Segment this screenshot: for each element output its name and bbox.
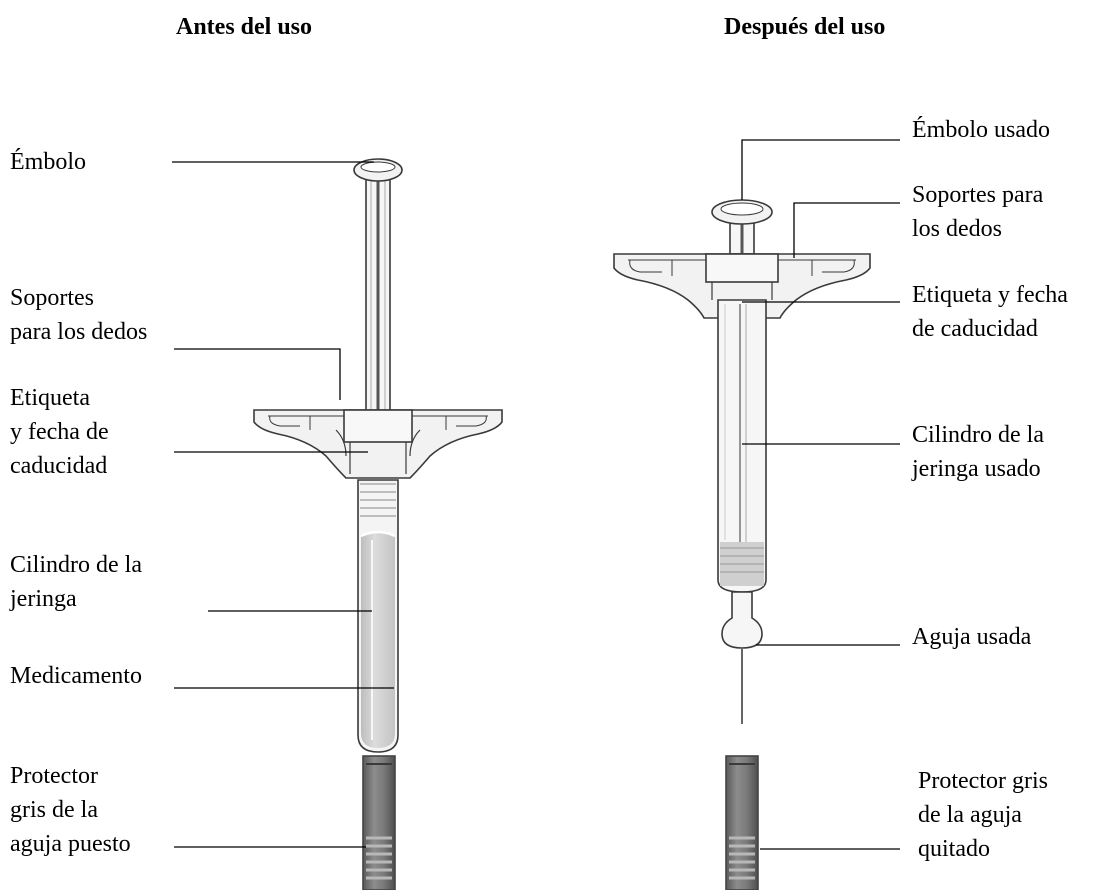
label-needle-cover-on-line2: gris de la — [10, 797, 98, 823]
label-needle-cover-on: Protector gris de la aguja puesto — [10, 759, 131, 861]
leader-lines — [172, 139, 900, 850]
needle-cover-on — [362, 755, 396, 890]
label-needle-cover-on-line3: aguja puesto — [10, 831, 131, 857]
label-label-expiry-line2: y fecha de — [10, 419, 109, 445]
leader-finger-grips — [174, 348, 341, 400]
label-barrel-line1: Cilindro de la — [10, 552, 142, 578]
label-needle-cover-off-line1: Protector gris — [918, 768, 1048, 794]
label-used-needle: Aguja usada — [912, 620, 1031, 654]
needle-cover-off — [725, 755, 759, 890]
label-used-barrel: Cilindro de la jeringa usado — [912, 418, 1044, 486]
label-plunger-line1: Émbolo — [10, 149, 86, 175]
label-label-expiry: Etiqueta y fecha de caducidad — [10, 381, 109, 483]
finger-grips — [253, 409, 503, 479]
barrel-threads — [360, 483, 396, 517]
heading-before-use: Antes del uso — [176, 14, 313, 40]
label-finger-grips-after-line1: Soportes para — [912, 182, 1044, 208]
label-label-expiry-line1: Etiqueta — [10, 385, 90, 411]
label-medicine-line1: Medicamento — [10, 663, 142, 689]
grip-collar — [343, 409, 413, 443]
label-finger-grips-after-line2: los dedos — [912, 216, 1002, 242]
heading-after-use: Después del uso — [724, 14, 886, 40]
label-used-barrel-line1: Cilindro de la — [912, 422, 1044, 448]
label-barrel-line2: jeringa — [10, 586, 77, 612]
label-needle-cover-off-line3: quitado — [918, 836, 990, 862]
label-needle-cover-on-line1: Protector — [10, 763, 98, 789]
label-finger-grips: Soportes para los dedos — [10, 281, 147, 349]
label-plunger: Émbolo — [10, 145, 86, 179]
label-label-expiry-after: Etiqueta y fecha de caducidad — [912, 278, 1068, 346]
label-needle-cover-off: Protector gris de la aguja quitado — [918, 764, 1048, 866]
medicine — [361, 532, 395, 748]
syringe-before-use — [253, 158, 503, 890]
finger-grips-after — [613, 253, 871, 319]
label-barrel: Cilindro de la jeringa — [10, 548, 142, 616]
leader-finger-grips-after — [793, 202, 900, 258]
needle-hub — [721, 591, 763, 649]
label-label-expiry-after-line2: de caducidad — [912, 316, 1038, 342]
label-used-barrel-line2: jeringa usado — [912, 456, 1041, 482]
label-finger-grips-line1: Soportes — [10, 285, 94, 311]
needle-cover-ridges — [366, 836, 392, 880]
label-label-expiry-after-line1: Etiqueta y fecha — [912, 282, 1068, 308]
label-used-needle-line1: Aguja usada — [912, 624, 1032, 650]
label-used-plunger: Émbolo usado — [912, 113, 1050, 147]
label-label-expiry-line3: caducidad — [10, 453, 108, 479]
label-finger-grips-line2: para los dedos — [10, 319, 148, 345]
label-medicine: Medicamento — [10, 659, 142, 693]
label-needle-cover-off-line2: de la aguja — [918, 802, 1022, 828]
leader-used-plunger — [741, 139, 900, 200]
label-finger-grips-after: Soportes para los dedos — [912, 178, 1043, 246]
syringe-after-use — [613, 199, 871, 890]
label-used-plunger-line1: Émbolo usado — [912, 117, 1050, 143]
